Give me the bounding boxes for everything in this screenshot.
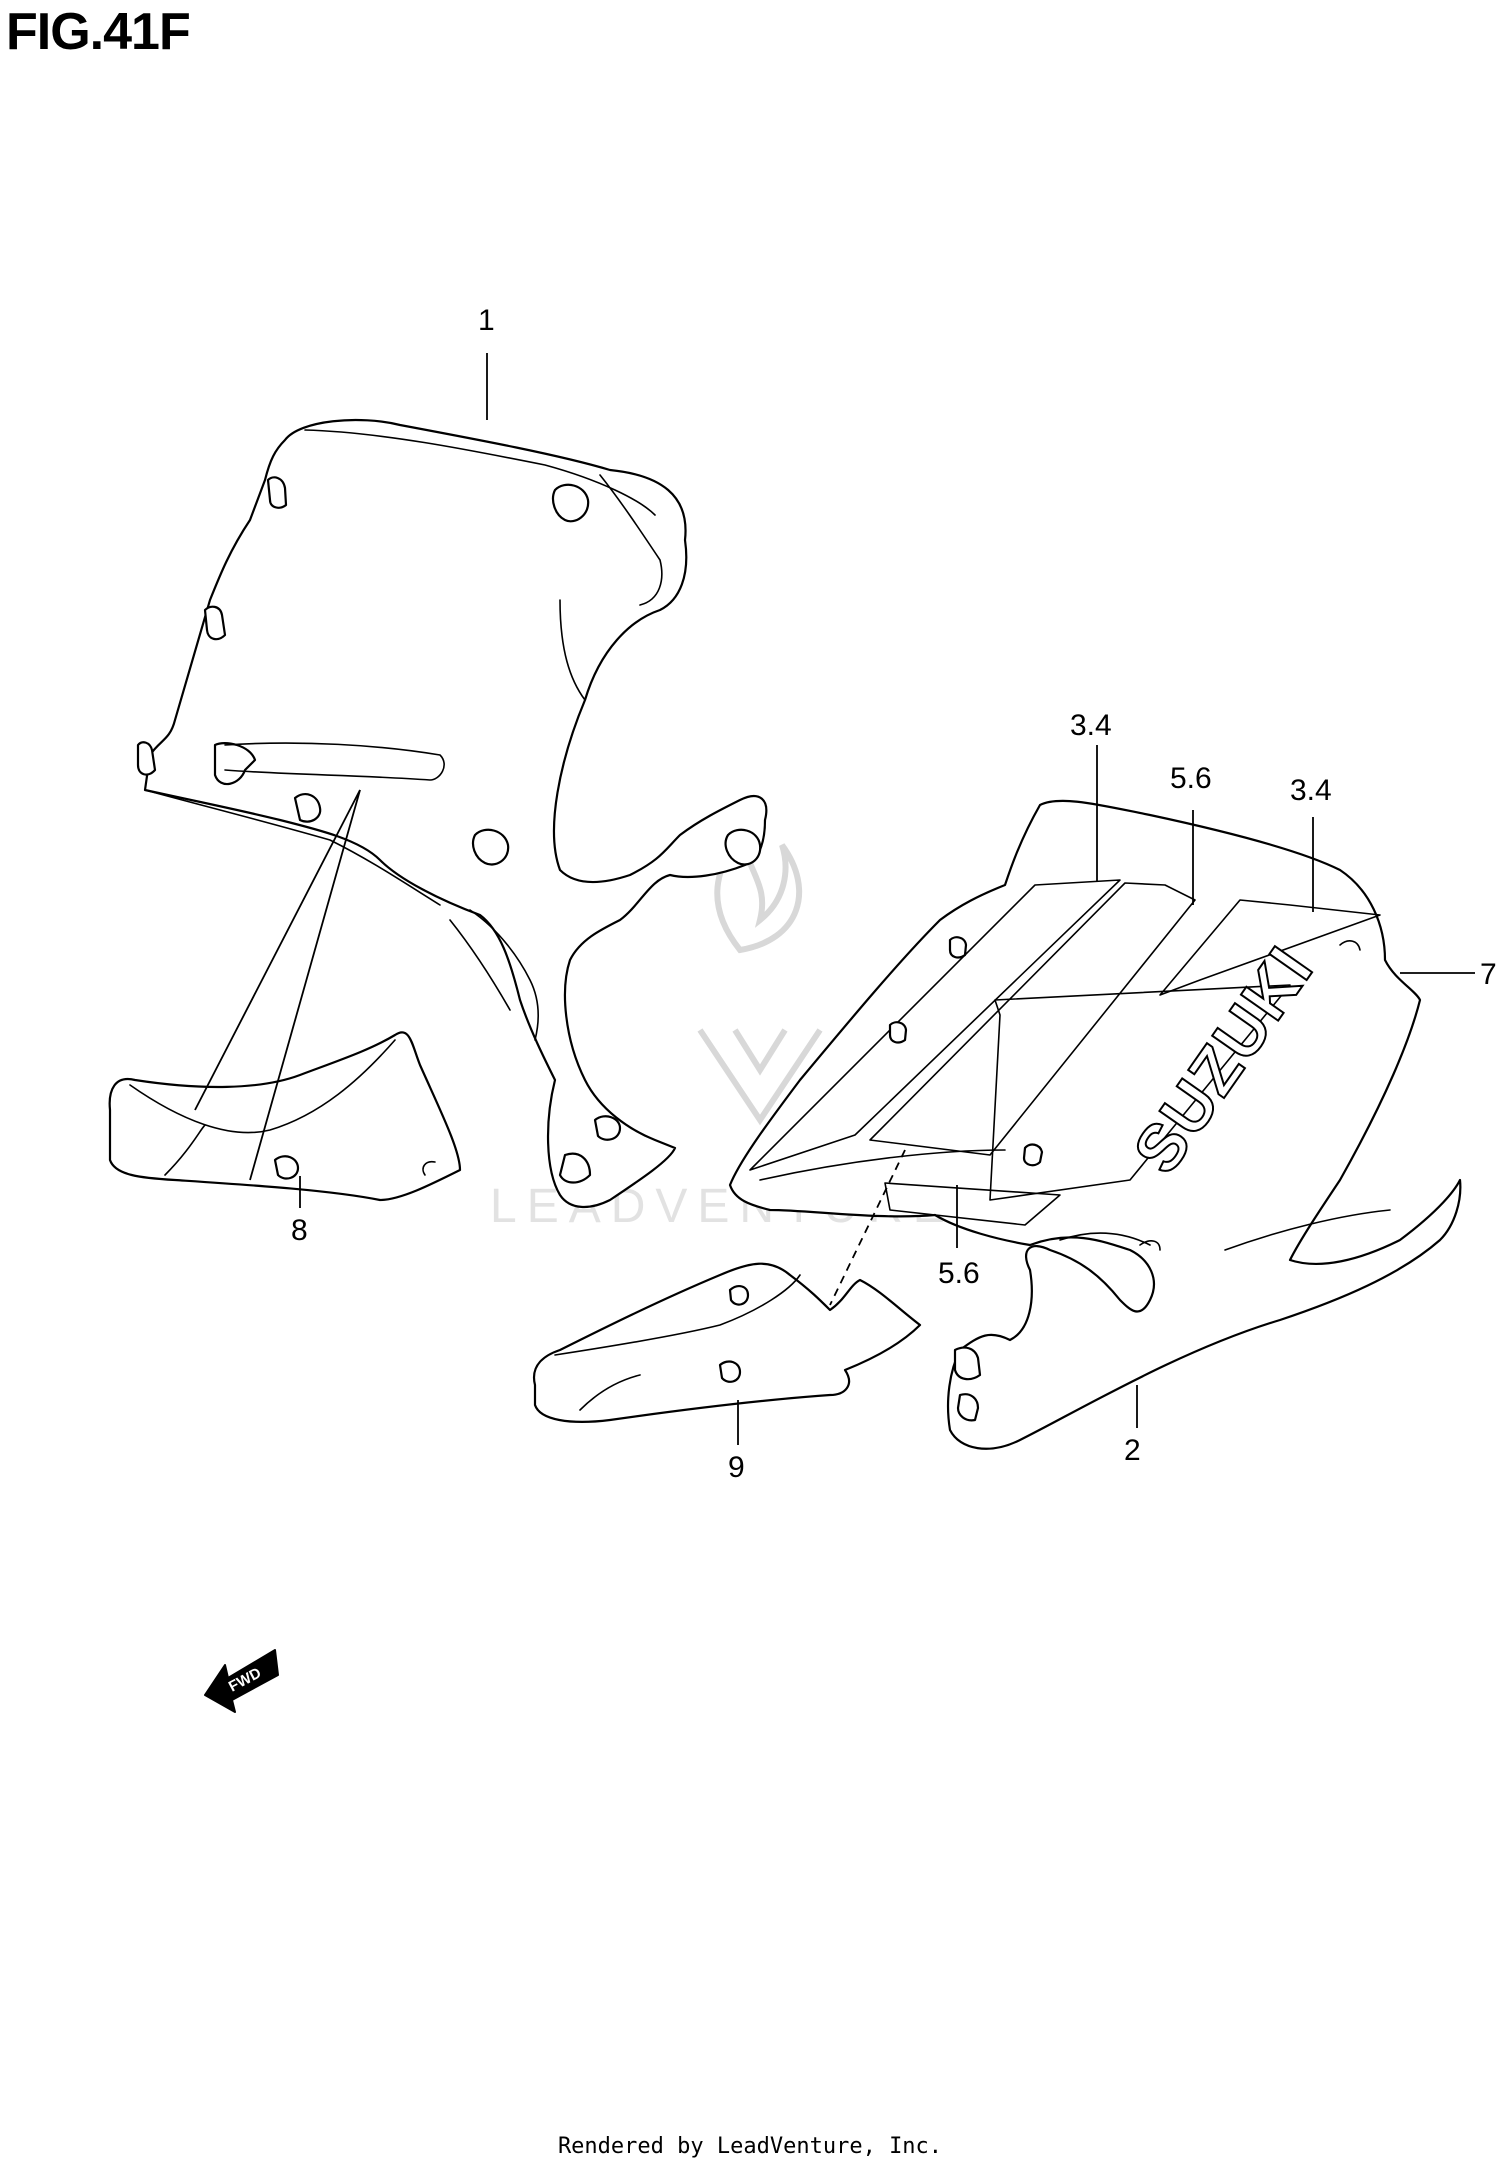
callout-labels: 1 2 3.4 5.6 3.4 7 5.6 8 9 <box>291 304 1497 1484</box>
callout-7: 7 <box>1480 958 1497 991</box>
callout-1: 1 <box>478 304 495 337</box>
callout-3-4-right: 3.4 <box>1290 774 1332 807</box>
part-1-inner-cowling <box>136 418 768 1208</box>
callout-5-6-upper: 5.6 <box>1170 762 1212 795</box>
callout-2: 2 <box>1124 1434 1141 1467</box>
footer-credit: Rendered by LeadVenture, Inc. <box>557 2134 943 2159</box>
stripe-3-4-left <box>749 879 1121 1171</box>
stripe-5-6-lower <box>989 984 1291 1201</box>
stripe-3-4-right <box>1159 899 1381 996</box>
part-9-inner-cover <box>532 1262 922 1423</box>
part-8-inner-cover <box>108 1031 462 1202</box>
part-2-under-cowling: SUZUKI <box>728 799 1462 1450</box>
figure-title: FIG.41F <box>6 3 191 61</box>
callout-3-4-left: 3.4 <box>1070 709 1112 742</box>
callout-8: 8 <box>291 1214 308 1247</box>
callout-5-6-lower: 5.6 <box>938 1257 980 1290</box>
callout-9: 9 <box>728 1451 745 1484</box>
stripe-5-6-upper <box>869 882 1196 1156</box>
forward-arrow-icon: FWD <box>204 1649 279 1713</box>
leader-lines <box>194 353 1475 1445</box>
